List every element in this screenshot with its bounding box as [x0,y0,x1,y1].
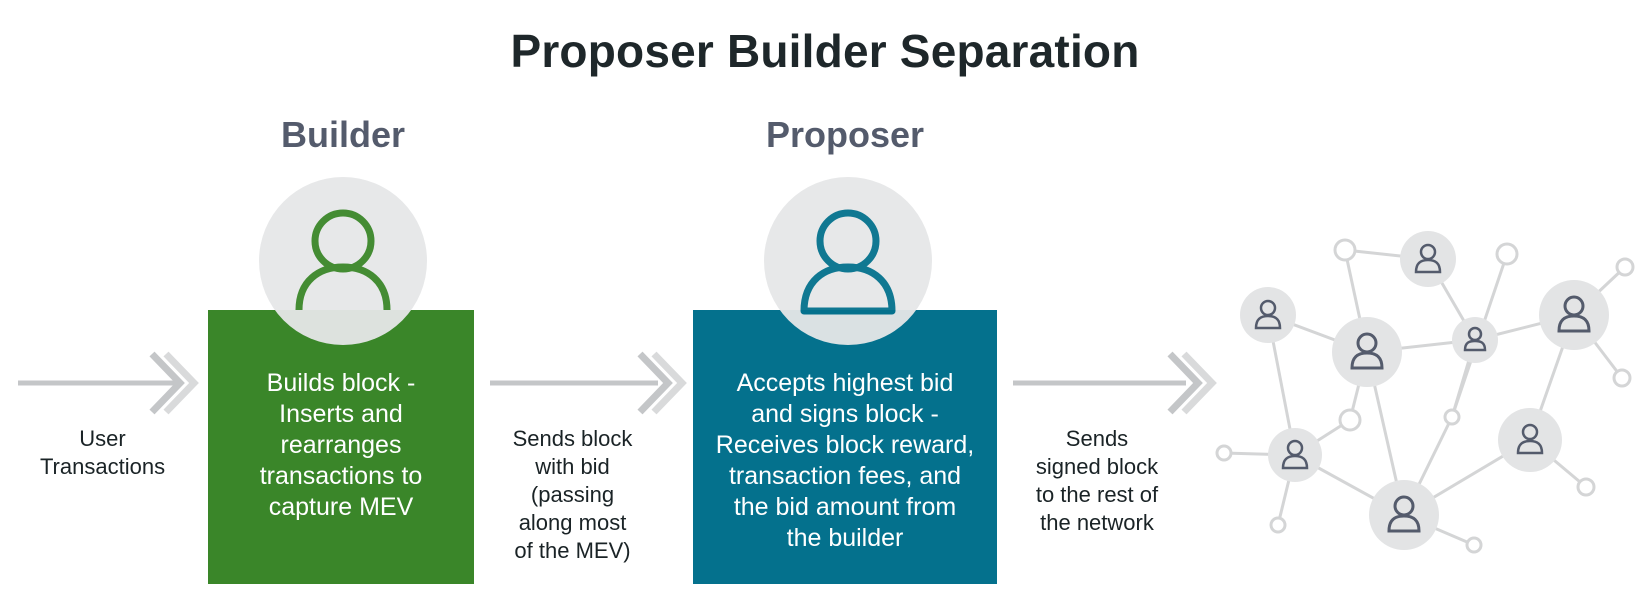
builder-box: Builds block - Inserts and rearranges tr… [208,310,474,584]
builder-description-line: capture MEV [268,493,414,521]
label-line: Sends block [512,426,633,451]
builder-description-line: rearranges [280,431,402,459]
network-person-node [1539,280,1609,350]
double-chevron-arrow-icon [490,351,687,415]
network-person-node [1369,480,1439,550]
network-person-node [1498,408,1562,472]
network-person-node [1452,317,1498,363]
label-line: along most [518,510,627,535]
network-edges [1223,248,1627,547]
builder-description-line: Builds block - [266,369,416,397]
label-line: Transactions [39,454,166,479]
person-icon [295,209,391,311]
sends-block-label: Sends block with bid (passing along most… [495,425,650,565]
proposer-description-line: the builder [786,524,904,552]
user-transactions-label: User Transactions [20,425,185,481]
label-line: the network [1040,510,1154,535]
proposer-description-line: the bid amount from [733,493,957,521]
label-line: signed block [1035,454,1159,479]
builder-heading: Builder [280,114,405,155]
double-chevron-arrow-icon [1013,351,1217,415]
proposer-description-line: Accepts highest bid [736,369,954,397]
proposer-description: Accepts highest bid and signs block - Re… [693,368,997,554]
label-line: User [79,426,126,451]
label-line: with bid [535,454,610,479]
network-person-node [1240,287,1296,343]
builder-description: Builds block - Inserts and rearranges tr… [208,368,474,523]
network-person-node [1400,231,1456,287]
label-line: (passing [530,482,615,507]
proposer-description-line: transaction fees, and [728,462,962,490]
proposer-description-line: and signs block - [751,400,939,428]
network-person-node [1332,317,1402,387]
proposer-avatar [764,177,932,345]
person-icon [800,209,896,315]
label-line: of the MEV) [514,538,631,563]
label-line: Sends [1065,426,1129,451]
label-line: to the rest of [1035,482,1159,507]
builder-description-line: Inserts and [279,400,403,428]
builder-avatar [259,177,427,345]
proposer-box: Accepts highest bid and signs block - Re… [693,310,997,584]
network-person-node [1268,428,1322,482]
builder-description-line: transactions to [259,462,423,490]
proposer-description-line: Receives block reward, [715,431,975,459]
double-chevron-arrow-icon [18,351,199,415]
proposer-heading: Proposer [765,114,925,155]
diagram-title: Proposer Builder Separation [510,25,1140,77]
network-small-nodes [1215,238,1635,554]
network-person-nodes [1240,231,1609,550]
sends-signed-block-label: Sends signed block to the rest of the ne… [1017,425,1177,537]
